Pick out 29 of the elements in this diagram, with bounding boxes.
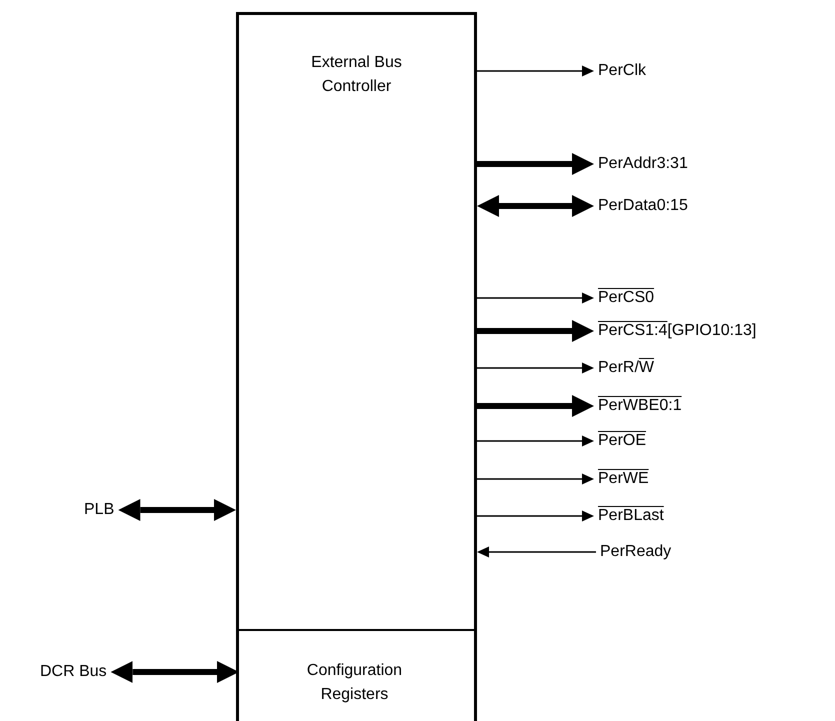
signal-arrow [477, 292, 594, 304]
signal-label: PerOE [598, 431, 646, 451]
signal-label: PLB [84, 500, 114, 520]
bus-arrow [118, 499, 236, 521]
signal-label: PerReady [600, 542, 672, 562]
signal-label: PerClk [598, 61, 646, 81]
signal-arrow [477, 362, 594, 374]
bus-arrow [477, 195, 594, 217]
bus-arrow [110, 661, 239, 683]
signal-label: PerCS1:4[GPIO10:13] [598, 321, 756, 341]
signal-arrow [477, 474, 594, 484]
signal-label: DCR Bus [40, 662, 107, 682]
signal-label: PerWBE0:1 [598, 396, 682, 416]
bus-arrow [477, 320, 594, 342]
signal-label: PerWE [598, 469, 649, 489]
bus-arrow [477, 395, 594, 417]
block-title: Configuration Registers [306, 661, 404, 705]
block-title: External Bus Controller [310, 53, 403, 97]
controller-block [236, 12, 477, 721]
signal-label: PerCS0 [598, 288, 654, 308]
signal-label: PerBLast [598, 506, 664, 526]
signal-label: PerR/W [598, 358, 654, 378]
bus-arrow [477, 153, 594, 175]
signal-label: PerAddr3:31 [598, 154, 688, 174]
signal-arrow [477, 546, 596, 558]
signal-label: PerData0:15 [598, 196, 688, 216]
signal-arrow [477, 436, 594, 446]
signal-arrow [477, 66, 594, 76]
signal-arrow [477, 510, 594, 522]
